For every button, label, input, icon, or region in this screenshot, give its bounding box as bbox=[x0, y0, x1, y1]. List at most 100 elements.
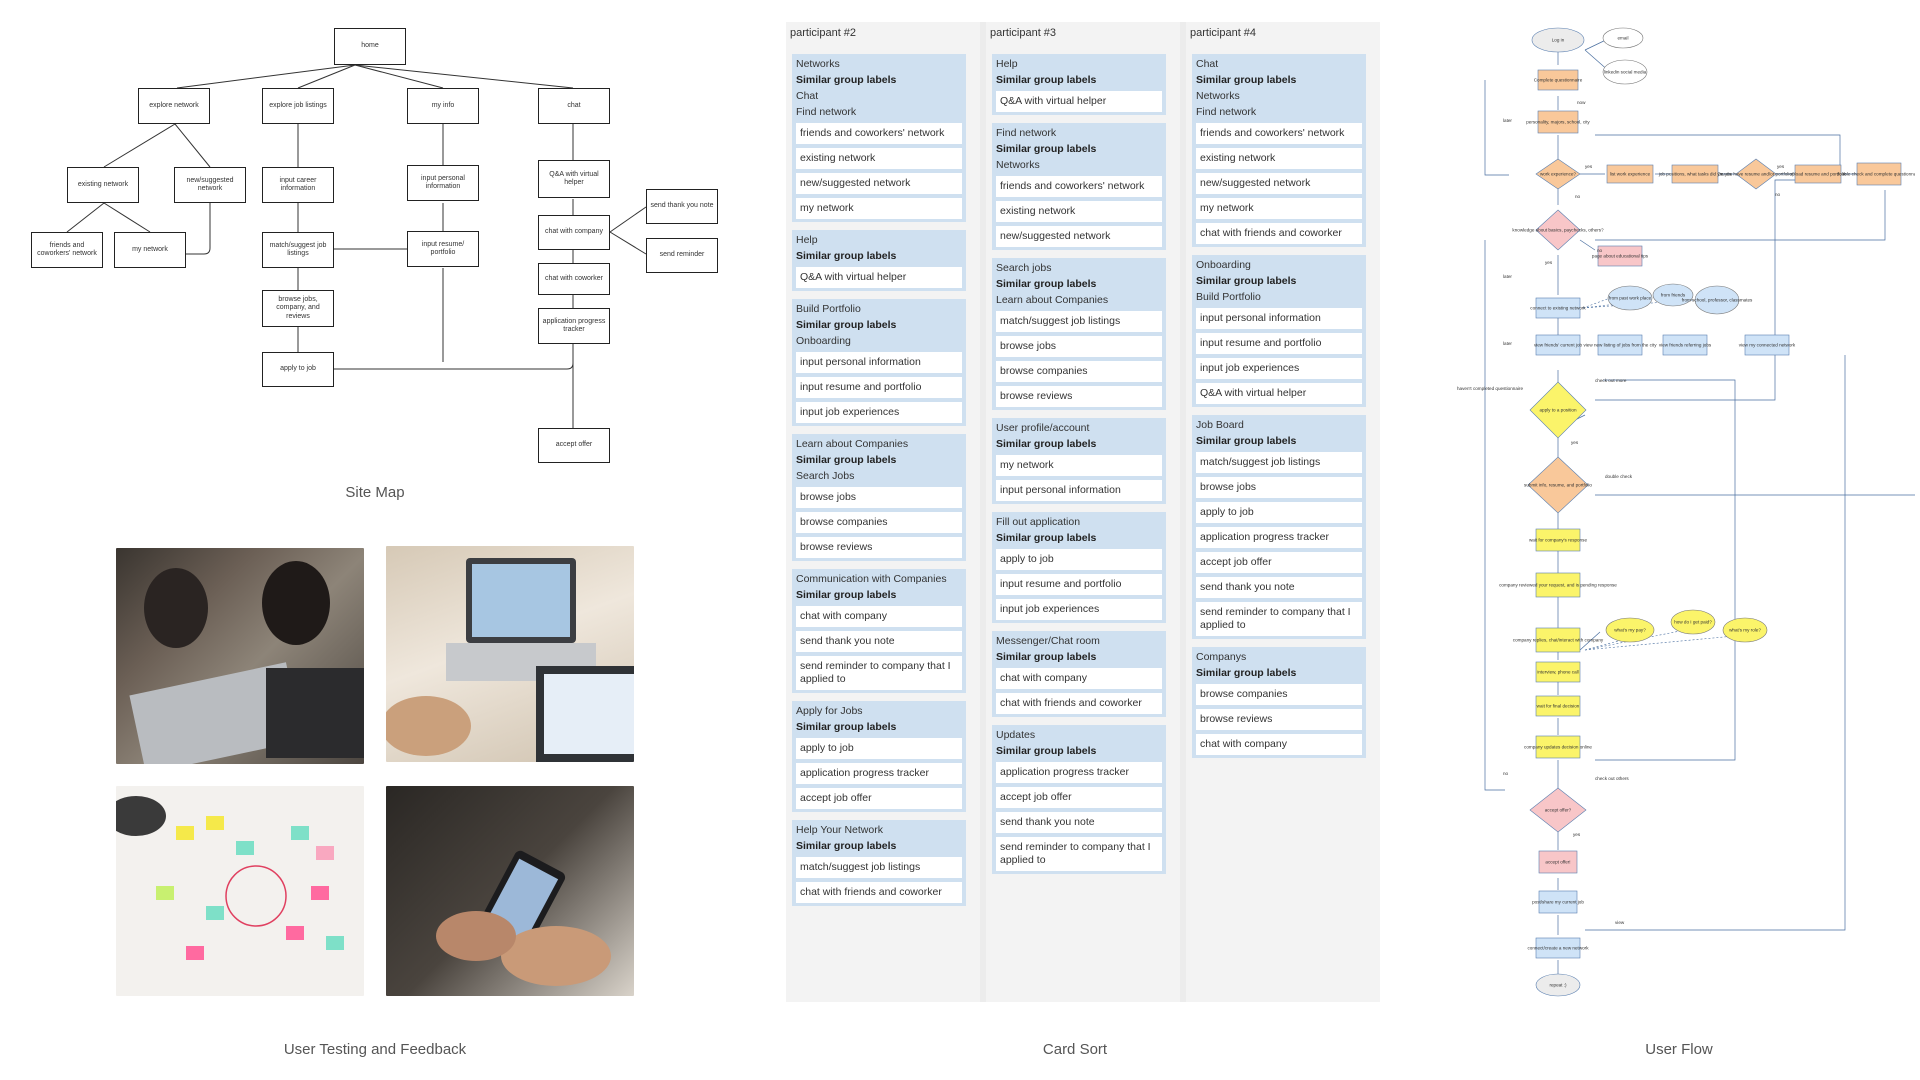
sort-card[interactable]: browse jobs bbox=[1196, 477, 1362, 498]
sort-card[interactable]: Q&A with virtual helper bbox=[1196, 383, 1362, 404]
sort-card[interactable]: match/suggest job listings bbox=[796, 857, 962, 878]
sort-card[interactable]: accept job offer bbox=[796, 788, 962, 809]
flow-node-email: email bbox=[1602, 27, 1644, 49]
sort-card[interactable]: new/suggested network bbox=[996, 226, 1162, 247]
sort-card[interactable]: input job experiences bbox=[1196, 358, 1362, 379]
sort-card[interactable]: existing network bbox=[1196, 148, 1362, 169]
sort-card[interactable]: input resume and portfolio bbox=[1196, 333, 1362, 354]
sort-card[interactable]: friends and coworkers' network bbox=[796, 123, 962, 144]
sort-card[interactable]: browse companies bbox=[1196, 684, 1362, 705]
sort-card[interactable]: browse companies bbox=[796, 512, 962, 533]
sort-card[interactable]: my network bbox=[796, 198, 962, 219]
similar-group-labels: Similar group labels bbox=[796, 74, 897, 86]
sort-card[interactable]: input job experiences bbox=[796, 402, 962, 423]
flow-edge-label: check out others bbox=[1595, 776, 1629, 781]
sort-card[interactable]: send thank you note bbox=[796, 631, 962, 652]
alt-group-label: Networks bbox=[1196, 90, 1240, 102]
group-title: Learn about Companies bbox=[796, 438, 909, 450]
similar-group-labels: Similar group labels bbox=[996, 74, 1097, 86]
node-send-thank: send thank you note bbox=[646, 189, 718, 224]
node-input-career: input career information bbox=[262, 167, 334, 203]
sort-card[interactable]: application progress tracker bbox=[1196, 527, 1362, 548]
sort-card[interactable]: browse jobs bbox=[996, 336, 1162, 357]
sort-card[interactable]: my network bbox=[996, 455, 1162, 476]
sort-card[interactable]: Q&A with virtual helper bbox=[996, 91, 1162, 112]
flow-node-new-listing: view new listing of jobs from the city bbox=[1583, 334, 1657, 356]
sort-card[interactable]: input personal information bbox=[1196, 308, 1362, 329]
sort-card[interactable]: Q&A with virtual helper bbox=[796, 267, 962, 288]
sort-card[interactable]: chat with company bbox=[1196, 734, 1362, 755]
sort-card[interactable]: chat with friends and coworker bbox=[796, 882, 962, 903]
flow-node-label: linkedin social media bbox=[1604, 70, 1647, 75]
sort-card[interactable]: send reminder to company that I applied … bbox=[1196, 602, 1362, 636]
sort-card[interactable]: browse reviews bbox=[996, 386, 1162, 407]
node-label: my network bbox=[132, 245, 168, 253]
sort-card[interactable]: application progress tracker bbox=[996, 762, 1162, 783]
sort-card[interactable]: application progress tracker bbox=[796, 763, 962, 784]
flow-shape bbox=[1671, 164, 1719, 184]
sort-card[interactable]: send thank you note bbox=[996, 812, 1162, 833]
sort-card[interactable]: send thank you note bbox=[1196, 577, 1362, 598]
flow-node-school: from school, professor, classmates bbox=[1682, 285, 1753, 315]
flow-edge-label: yes bbox=[1571, 440, 1579, 445]
flow-node-label: email bbox=[1618, 36, 1629, 41]
sort-card[interactable]: accept job offer bbox=[1196, 552, 1362, 573]
sort-card[interactable]: apply to job bbox=[996, 549, 1162, 570]
flow-edge-label: no bbox=[1575, 194, 1581, 199]
sort-card[interactable]: input job experiences bbox=[996, 599, 1162, 620]
sort-card[interactable]: send reminder to company that I applied … bbox=[996, 837, 1162, 871]
sort-card[interactable]: new/suggested network bbox=[796, 173, 962, 194]
sort-card[interactable]: input personal information bbox=[796, 352, 962, 373]
flow-shape bbox=[1794, 164, 1842, 184]
sort-card[interactable]: apply to job bbox=[1196, 502, 1362, 523]
sort-card[interactable]: chat with company bbox=[796, 606, 962, 627]
sort-card[interactable]: browse reviews bbox=[1196, 709, 1362, 730]
flow-node-label: submit info, resume, and portfolio bbox=[1524, 483, 1592, 488]
flow-edge-label: view bbox=[1615, 920, 1625, 925]
sort-card[interactable]: send reminder to company that I applied … bbox=[796, 656, 962, 690]
sort-card[interactable]: browse companies bbox=[996, 361, 1162, 382]
sort-card[interactable]: input resume and portfolio bbox=[996, 574, 1162, 595]
sort-card[interactable]: existing network bbox=[796, 148, 962, 169]
sort-card[interactable]: match/suggest job listings bbox=[1196, 452, 1362, 473]
sort-card[interactable]: accept job offer bbox=[996, 787, 1162, 808]
sort-card[interactable]: chat with friends and coworker bbox=[1196, 223, 1362, 244]
sort-card[interactable]: input personal information bbox=[996, 480, 1162, 501]
sort-card[interactable]: existing network bbox=[996, 201, 1162, 222]
sort-card[interactable]: my network bbox=[1196, 198, 1362, 219]
sort-card[interactable]: friends and coworkers' network bbox=[1196, 123, 1362, 144]
sort-card[interactable]: match/suggest job listings bbox=[996, 311, 1162, 332]
sort-card[interactable]: new/suggested network bbox=[1196, 173, 1362, 194]
sort-card[interactable]: input resume and portfolio bbox=[796, 377, 962, 398]
sort-card[interactable]: apply to job bbox=[796, 738, 962, 759]
node-my-info: my info bbox=[407, 88, 479, 124]
sort-card[interactable]: chat with friends and coworker bbox=[996, 693, 1162, 714]
flow-shape bbox=[1535, 695, 1581, 717]
node-label: input personal information bbox=[421, 174, 465, 190]
flow-node-post: post/share my current job bbox=[1532, 890, 1584, 914]
sort-card[interactable]: browse jobs bbox=[796, 487, 962, 508]
sort-card[interactable]: chat with company bbox=[996, 668, 1162, 689]
sort-card[interactable]: friends and coworkers' network bbox=[996, 176, 1162, 197]
flow-node-label: accept offer! bbox=[1545, 860, 1570, 865]
sort-card[interactable]: browse reviews bbox=[796, 537, 962, 558]
